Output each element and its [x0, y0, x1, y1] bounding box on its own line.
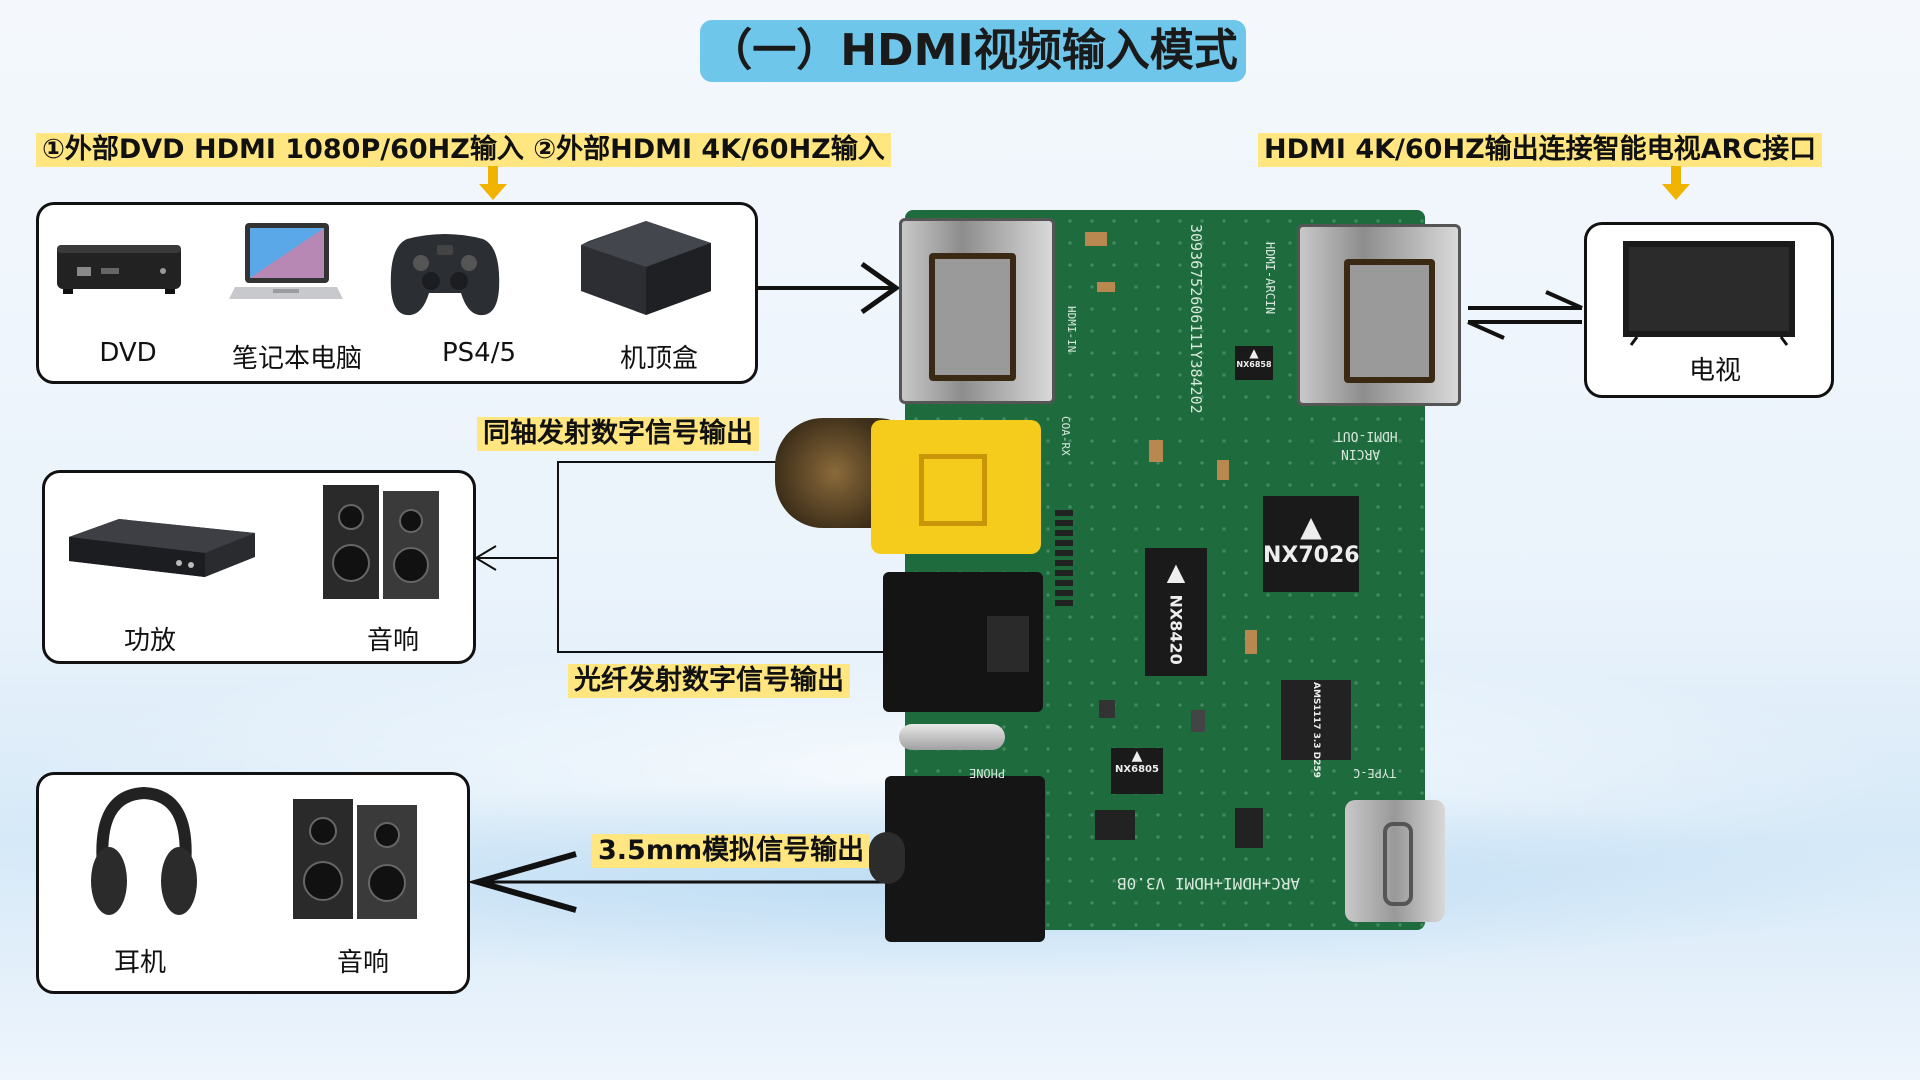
tv-label: 电视: [1688, 356, 1742, 386]
input-device-label: 笔记本电脑: [231, 344, 363, 374]
amplifier-icon: [69, 519, 255, 577]
coaxial-label: 同轴发射数字信号输出: [477, 417, 759, 451]
input-label: ①外部DVD HDMI 1080P/60HZ输入 ②外部HDMI 4K/60HZ…: [36, 133, 891, 167]
tv-down-arrow: [1662, 166, 1690, 200]
analog-device-label: 音响: [336, 948, 390, 978]
coax-device-label: 功放: [123, 626, 177, 656]
headphones-icon: [91, 786, 197, 915]
tv-icon: [1623, 241, 1795, 346]
tv-box: [1584, 222, 1834, 398]
tv-output-label: HDMI 4K/60HZ输出连接智能电视ARC接口: [1258, 133, 1823, 167]
pcb-silk-typec: TYPE-C: [1353, 766, 1397, 780]
analog-device-label: 耳机: [113, 948, 167, 978]
pcb-silk-phone: PHONE: [969, 766, 1006, 780]
chip-nx6805: ▲ NX6805: [1111, 748, 1163, 794]
pcb-silk-version: ARC+HDMI+HDMI V3.0B: [1117, 874, 1301, 893]
input-down-arrow: [479, 166, 507, 200]
chip-nx8420: ▲ NX8420: [1145, 548, 1207, 676]
analog-devices-box: [36, 772, 470, 994]
pcb-silk-hdmi-arcin: HDMI-ARCIN: [1263, 242, 1277, 315]
input-device-label: DVD: [99, 338, 157, 368]
pcb-serial: 30936752606111Y384202: [1187, 224, 1205, 414]
led: [899, 724, 1005, 750]
coax-devices-box: [42, 470, 476, 664]
hdmi-out-connector: [1297, 224, 1461, 406]
chip-nx7026: ▲ NX7026: [1263, 496, 1360, 592]
optical-jack: [883, 572, 1043, 712]
usb-c-connector: [1345, 800, 1445, 922]
hdmi-in-connector: [899, 218, 1055, 404]
optical-label: 光纤发射数字信号输出: [568, 664, 850, 698]
audio-jack-35mm: [869, 776, 1045, 942]
set-top-box-icon: [581, 221, 711, 315]
pcb-silk-arcin: ARCIN: [1341, 446, 1381, 461]
input-device-label: 机顶盒: [619, 344, 699, 374]
coax-device-label: 音响: [366, 626, 420, 656]
analog-label: 3.5mm模拟信号输出: [592, 834, 871, 868]
page-title: （一）HDMI视频输入模式: [700, 20, 1246, 82]
pcb-board: ▲ NX7026 ▲ NX8420 ▲ NX6805 ▲ NX6858 AMS1…: [775, 210, 1461, 942]
gamepad-icon: [390, 234, 500, 316]
regulator-ams1117: AMS1117 3.3 D259: [1281, 680, 1351, 778]
dvd-player-icon: [57, 245, 181, 294]
speaker-icon: [323, 485, 439, 599]
laptop-icon: [229, 223, 343, 299]
input-device-label: PS4/5: [441, 338, 517, 368]
chip-nx6858: ▲ NX6858: [1235, 346, 1273, 380]
input-devices-box: [36, 202, 758, 384]
pcb-silk-hdmi-in: HDMI-IN: [1065, 306, 1078, 353]
pcb-silk-hdmi-out: HDMI-OUT: [1335, 428, 1398, 443]
pcb-silk-coa: COA-RX: [1059, 416, 1072, 456]
speaker-icon: [293, 799, 417, 919]
coaxial-rca-jack: [871, 420, 1041, 554]
